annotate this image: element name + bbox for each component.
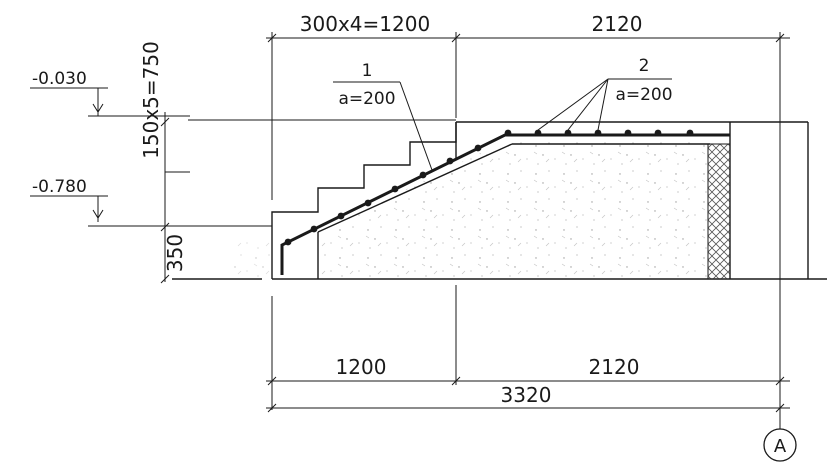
rebar-dot <box>310 225 318 233</box>
dim-vertical-steps: 150x5=750 <box>139 41 163 159</box>
axis-label: A <box>774 436 787 457</box>
rebar-dot <box>284 238 292 246</box>
dim-bottom-left: 1200 <box>336 355 387 379</box>
level-lower-value: -0.780 <box>32 177 87 197</box>
dim-vertical-base: 350 <box>163 234 187 272</box>
insulation-strip <box>707 143 731 280</box>
rebar-dot <box>364 199 372 207</box>
rebar-leaders <box>333 78 672 171</box>
rebar-dot <box>564 129 572 137</box>
rebar-dot <box>446 157 454 165</box>
rebar-dot <box>474 144 482 152</box>
rebar-dot <box>337 212 345 220</box>
concrete-fill <box>320 138 710 279</box>
extension-lines <box>271 32 781 412</box>
concrete-fill-step-area <box>232 240 272 279</box>
dim-top-right: 2120 <box>592 12 643 36</box>
dim-bottom-right: 2120 <box>589 355 640 379</box>
level-marker-lower <box>30 195 190 227</box>
rebar-1-mark: 1 <box>362 61 373 81</box>
rebar-1-spacing: a=200 <box>338 89 395 109</box>
rebar-dot <box>594 129 602 137</box>
rebar-dots <box>284 129 694 246</box>
left-vertical-dimension <box>160 112 456 284</box>
level-upper-value: -0.030 <box>32 69 87 89</box>
rebar-dot <box>419 171 427 179</box>
bottom-dimension-lines <box>266 376 790 413</box>
dim-bottom-total: 3320 <box>501 383 552 407</box>
rebar-dot <box>391 185 399 193</box>
sloped-slab <box>317 143 710 279</box>
dim-top-left: 300x4=1200 <box>300 12 430 36</box>
rebar-dot <box>624 129 632 137</box>
rebar-dot <box>504 129 512 137</box>
level-marker-upper <box>30 87 190 117</box>
rebar-dot <box>534 129 542 137</box>
step-profile <box>271 122 457 279</box>
rebar-dot <box>654 129 662 137</box>
rebar-dot <box>686 129 694 137</box>
rebar-2-mark: 2 <box>639 56 650 76</box>
rebar-2-spacing: a=200 <box>615 85 672 105</box>
top-dimension-lines <box>266 33 790 43</box>
